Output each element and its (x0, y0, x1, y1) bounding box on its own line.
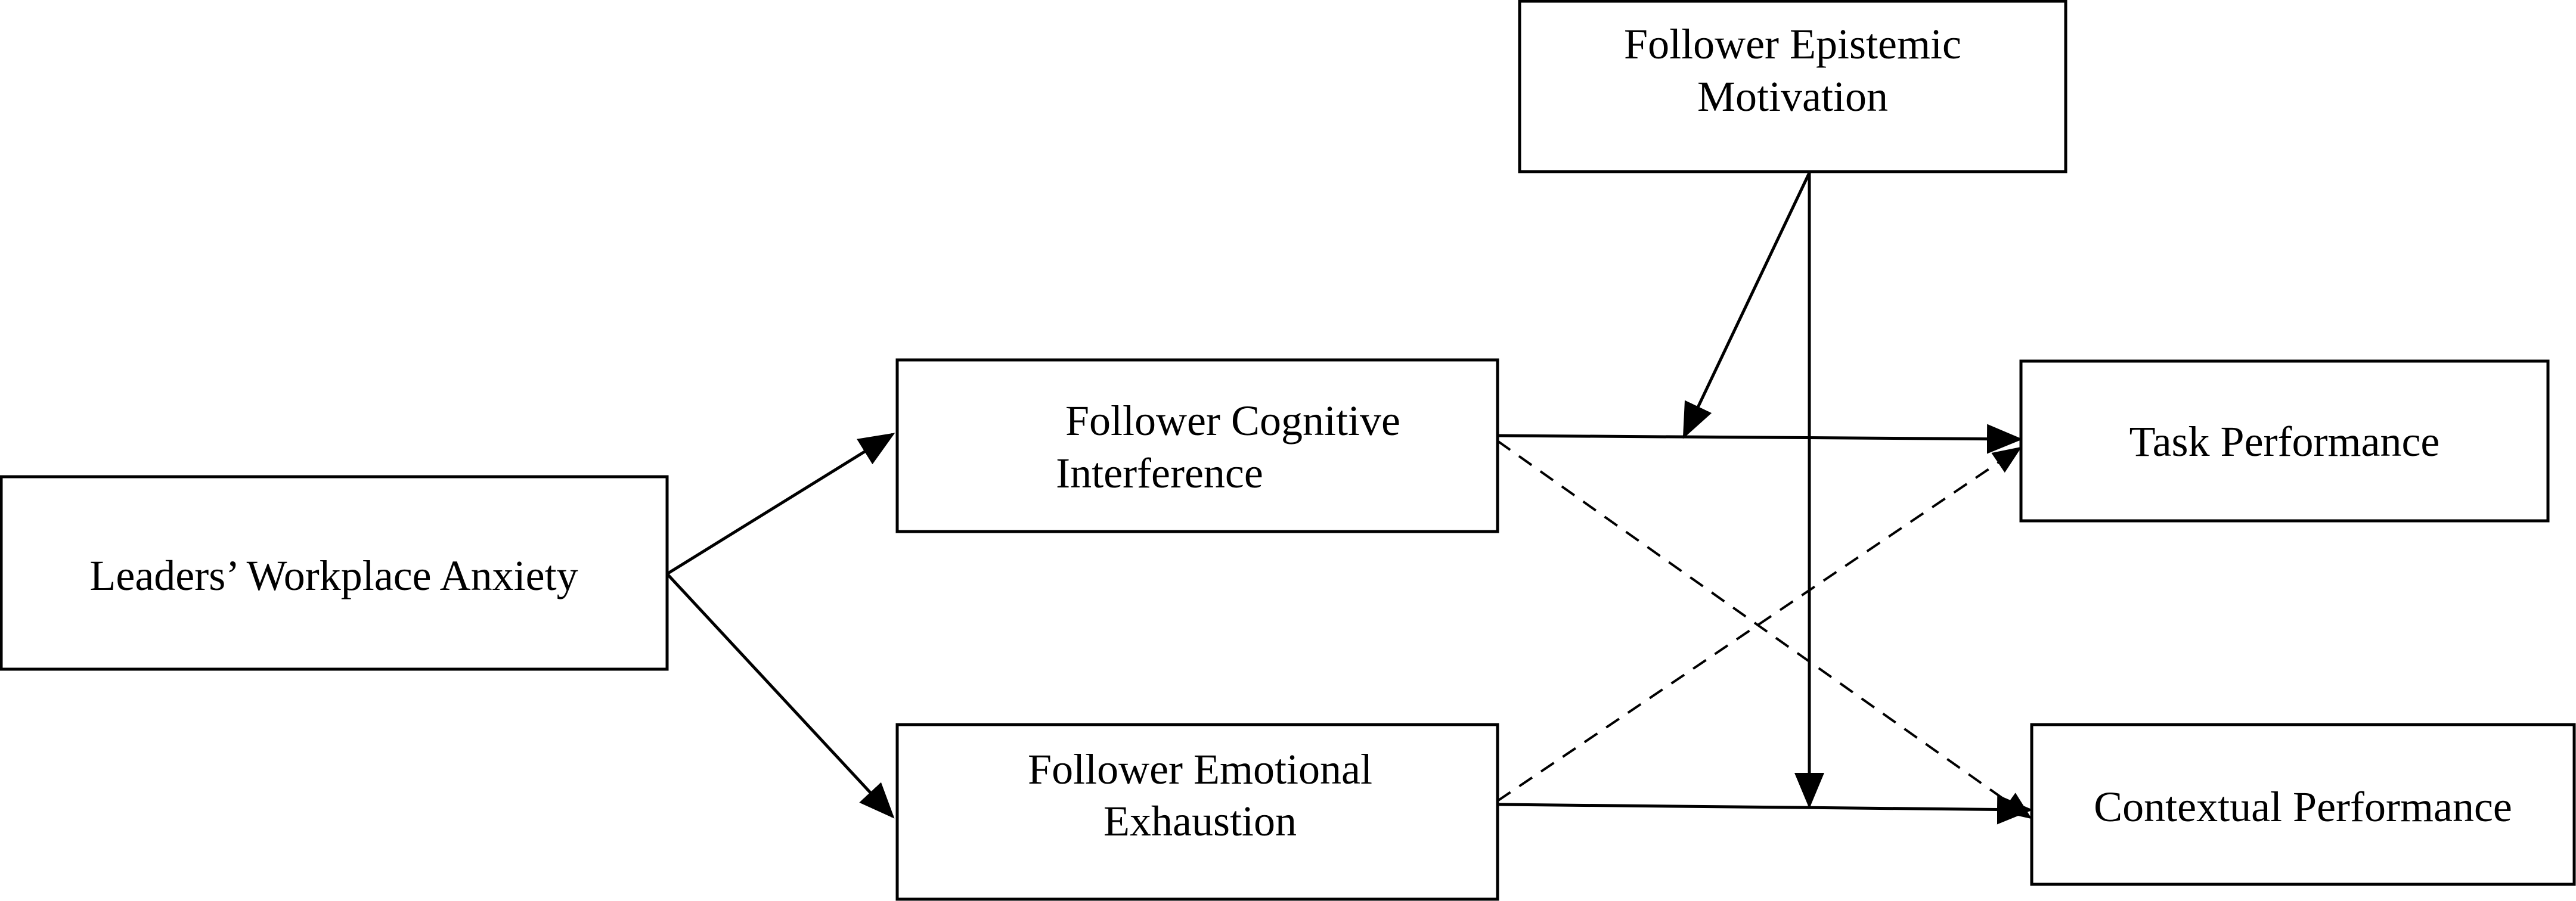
edge-anxiety-to-cognitive (666, 433, 895, 576)
node-label-line1: Follower Emotional (1028, 745, 1372, 793)
node-label-line2: Exhaustion (1103, 797, 1297, 845)
edge-motivation-moderates-cognitive-task (1682, 172, 1811, 439)
node-label: Leaders’ Workplace Anxiety (89, 552, 578, 599)
node-task-performance: Task Performance (2019, 359, 2550, 523)
edge-exhaustion-to-contextual (1497, 794, 2033, 825)
edge-cognitive-to-task (1497, 424, 2023, 454)
node-follower-epistemic-motivation: Follower Epistemic Motivation (1518, 0, 2067, 173)
edge-exhaustion-to-task-dashed (1496, 446, 2022, 802)
node-follower-emotional-exhaustion: Follower Emotional Exhaustion (895, 723, 1499, 901)
node-label: Contextual Performance (2094, 783, 2512, 831)
node-leaders-workplace-anxiety: Leaders’ Workplace Anxiety (0, 475, 669, 671)
node-label-line1: Follower Epistemic (1624, 20, 1961, 68)
edge-anxiety-to-exhaustion (666, 573, 895, 819)
node-label-line2: Interference (1056, 449, 1263, 497)
edge-cognitive-to-contextual-dashed (1496, 440, 2032, 819)
node-label: Task Performance (2129, 418, 2440, 465)
node-follower-cognitive-interference: Follower Cognitive Interference (895, 358, 1499, 533)
node-contextual-performance: Contextual Performance (2030, 723, 2576, 886)
node-label-line1: Follower Cognitive (1065, 397, 1400, 445)
node-label-line2: Motivation (1697, 73, 1888, 120)
